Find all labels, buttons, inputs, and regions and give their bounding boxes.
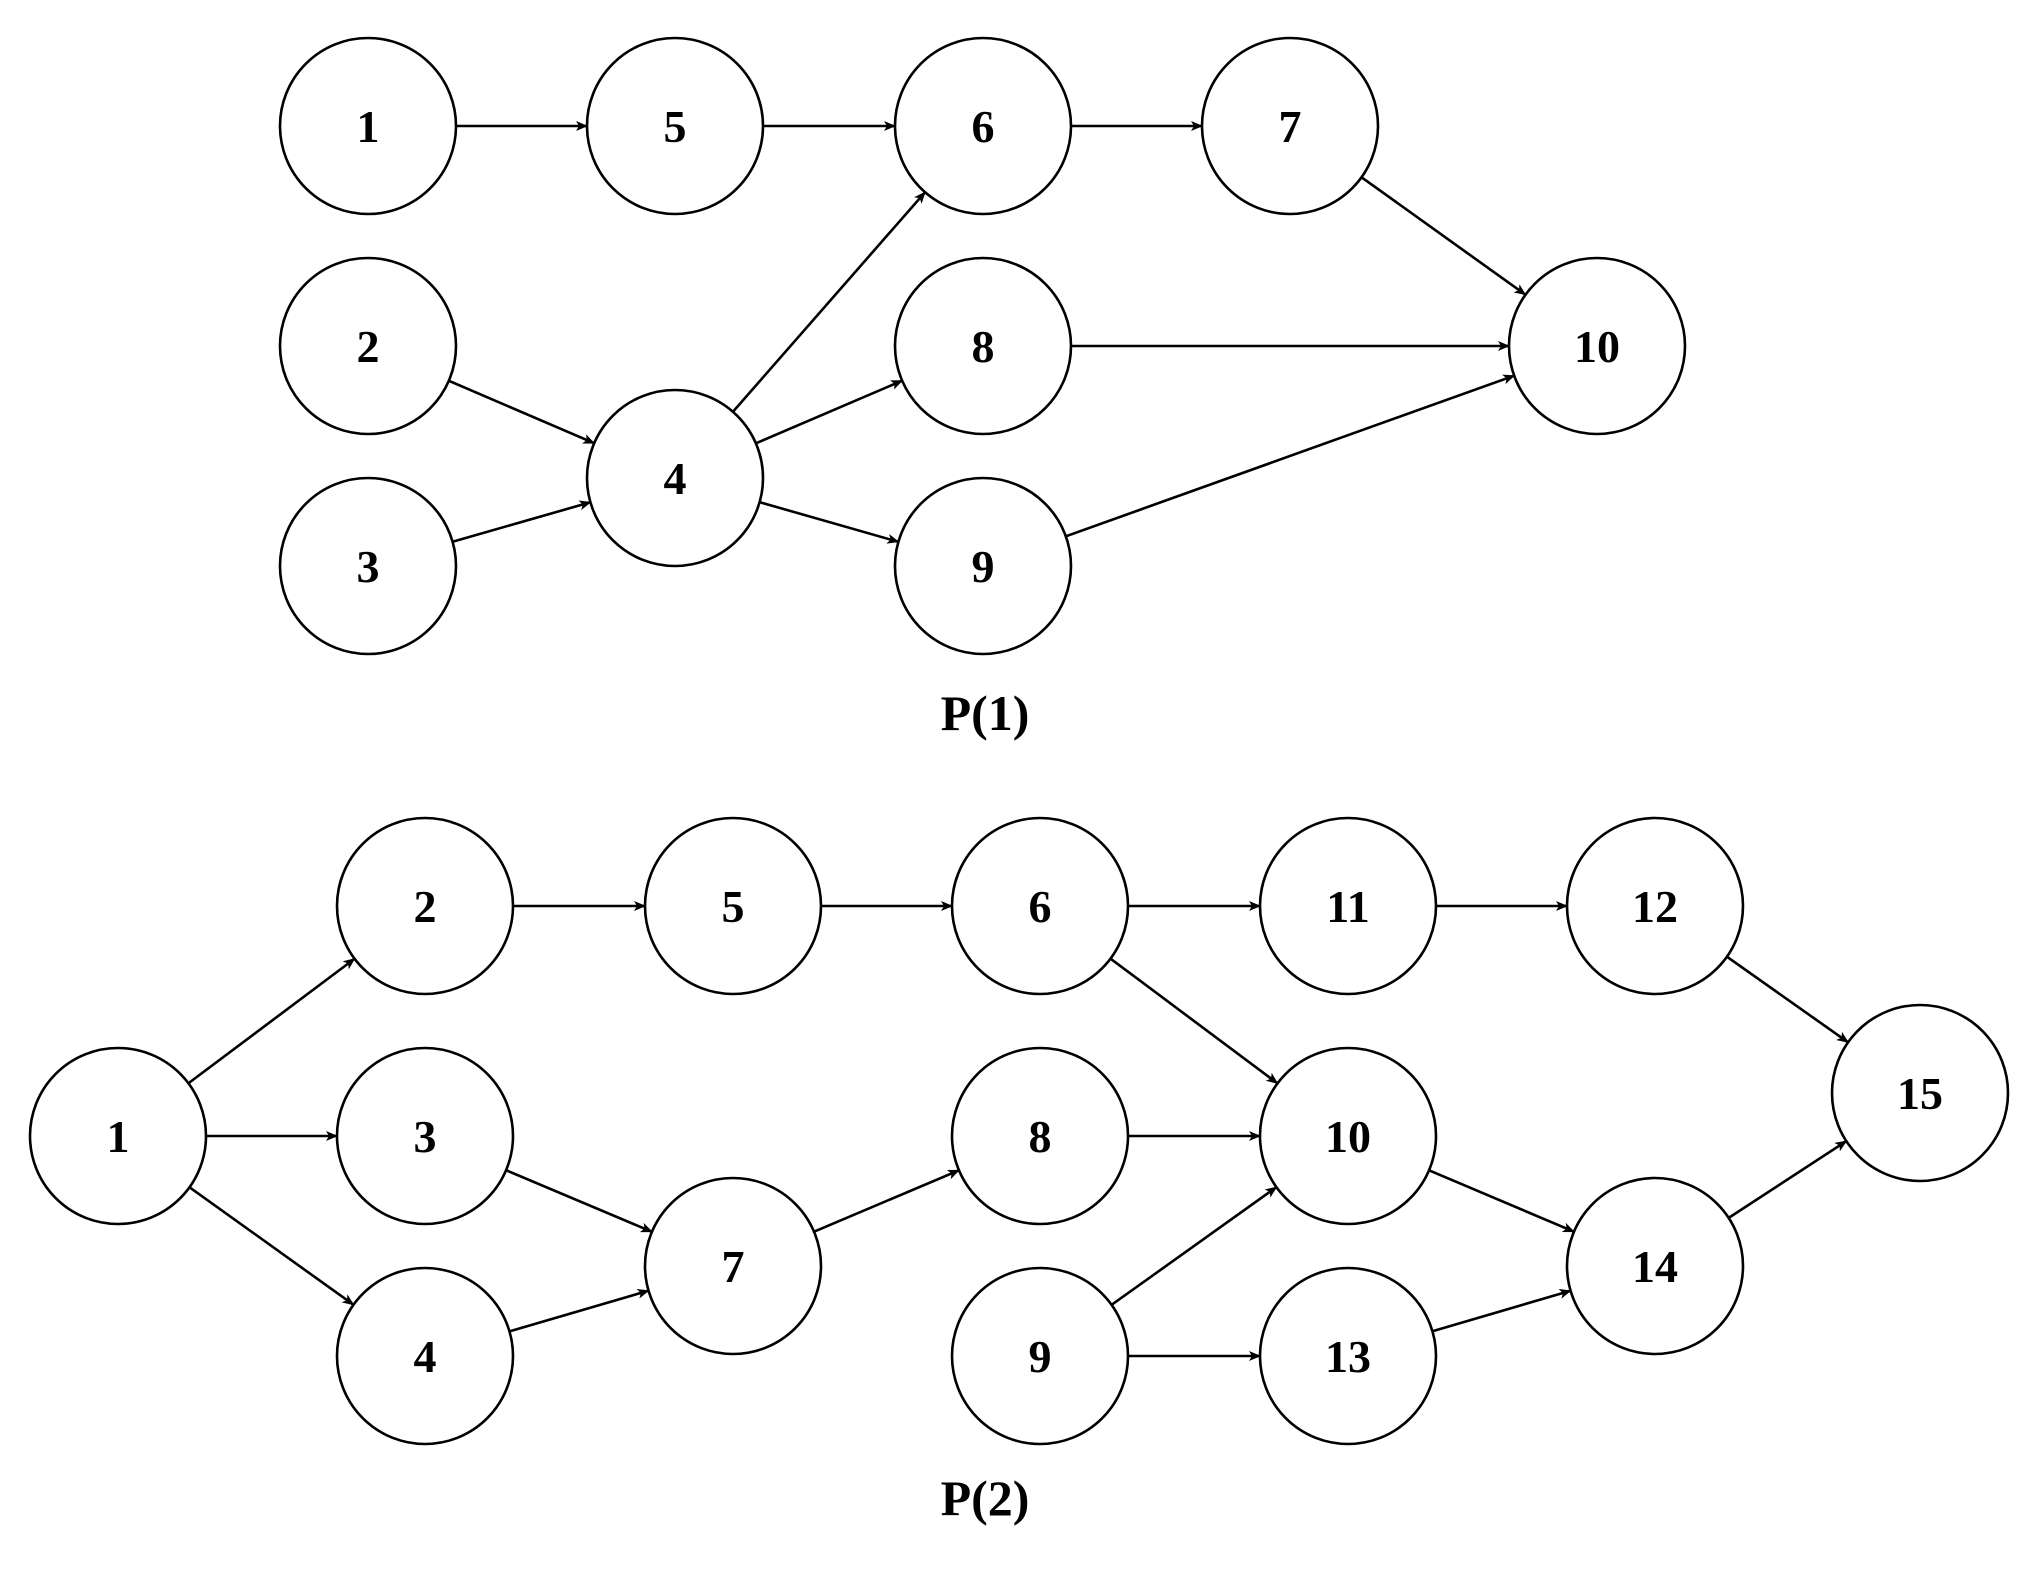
node-label: 1 bbox=[357, 101, 380, 152]
node-10: 10 bbox=[1258, 1046, 1438, 1226]
edge-3-to-4 bbox=[452, 500, 592, 544]
node-8: 8 bbox=[950, 1046, 1130, 1226]
edge-9-to-10 bbox=[1110, 1186, 1278, 1306]
node-2: 2 bbox=[278, 256, 458, 436]
node-15: 15 bbox=[1830, 1003, 2010, 1183]
edge-13-to-14 bbox=[1432, 1289, 1572, 1333]
node-circle bbox=[893, 36, 1073, 216]
node-3: 3 bbox=[335, 1046, 515, 1226]
diagram-caption: P(2) bbox=[941, 1470, 1030, 1526]
edge-12-to-15 bbox=[1726, 955, 1849, 1044]
node-label: 11 bbox=[1326, 881, 1369, 932]
node-circle bbox=[278, 476, 458, 656]
node-label: 6 bbox=[1029, 881, 1052, 932]
node-circle bbox=[950, 1046, 1130, 1226]
node-circle bbox=[585, 36, 765, 216]
node-13: 13 bbox=[1258, 1266, 1438, 1446]
edge-6-to-10 bbox=[1109, 957, 1279, 1085]
node-circle bbox=[278, 256, 458, 436]
node-circle bbox=[1565, 816, 1745, 996]
node-circle bbox=[893, 256, 1073, 436]
node-circle bbox=[1565, 1176, 1745, 1356]
node-7: 7 bbox=[1200, 36, 1380, 216]
node-circle bbox=[1830, 1003, 2010, 1183]
node-10: 10 bbox=[1507, 256, 1687, 436]
node-label: 9 bbox=[1029, 1331, 1052, 1382]
node-label: 3 bbox=[357, 541, 380, 592]
node-label: 6 bbox=[972, 101, 995, 152]
node-label: 15 bbox=[1897, 1068, 1943, 1119]
edge-7-to-8 bbox=[813, 1169, 960, 1233]
node-9: 9 bbox=[893, 476, 1073, 656]
node-circle bbox=[893, 476, 1073, 656]
node-5: 5 bbox=[643, 816, 823, 996]
node-2: 2 bbox=[335, 816, 515, 996]
node-label: 13 bbox=[1325, 1331, 1371, 1382]
node-circle bbox=[950, 1266, 1130, 1446]
node-circle bbox=[1507, 256, 1687, 436]
node-label: 12 bbox=[1632, 881, 1678, 932]
node-14: 14 bbox=[1565, 1176, 1745, 1356]
node-circle bbox=[1258, 1046, 1438, 1226]
node-6: 6 bbox=[893, 36, 1073, 216]
node-label: 1 bbox=[107, 1111, 130, 1162]
node-11: 11 bbox=[1258, 816, 1438, 996]
node-7: 7 bbox=[643, 1176, 823, 1356]
edge-14-to-15 bbox=[1727, 1140, 1848, 1219]
node-label: 14 bbox=[1632, 1241, 1678, 1292]
node-3: 3 bbox=[278, 476, 458, 656]
edge-4-to-8 bbox=[755, 379, 904, 445]
edge-2-to-4 bbox=[448, 379, 596, 445]
node-circle bbox=[1258, 816, 1438, 996]
node-1: 1 bbox=[28, 1046, 208, 1226]
node-circle bbox=[1200, 36, 1380, 216]
node-label: 7 bbox=[1279, 101, 1302, 152]
node-circle bbox=[950, 816, 1130, 996]
node-label: 8 bbox=[1029, 1111, 1052, 1162]
node-5: 5 bbox=[585, 36, 765, 216]
edge-4-to-9 bbox=[759, 500, 900, 544]
node-label: 8 bbox=[972, 321, 995, 372]
node-label: 2 bbox=[414, 881, 437, 932]
node-label: 2 bbox=[357, 321, 380, 372]
node-label: 7 bbox=[722, 1241, 745, 1292]
node-6: 6 bbox=[950, 816, 1130, 996]
node-4: 4 bbox=[335, 1266, 515, 1446]
diagram-p1: 1 2 3 4 5 6 7 8 9 10P(1) bbox=[278, 36, 1687, 741]
diagram-caption: P(1) bbox=[941, 685, 1030, 741]
node-circle bbox=[278, 36, 458, 216]
node-label: 3 bbox=[414, 1111, 437, 1162]
node-circle bbox=[335, 1046, 515, 1226]
node-circle bbox=[643, 1176, 823, 1356]
node-8: 8 bbox=[893, 256, 1073, 436]
node-label: 5 bbox=[722, 881, 745, 932]
node-circle bbox=[643, 816, 823, 996]
node-label: 4 bbox=[664, 453, 687, 504]
node-9: 9 bbox=[950, 1266, 1130, 1446]
edge-1-to-2 bbox=[187, 957, 356, 1085]
edge-4-to-7 bbox=[509, 1288, 650, 1333]
node-1: 1 bbox=[278, 36, 458, 216]
edge-1-to-4 bbox=[188, 1186, 355, 1306]
node-circle bbox=[335, 816, 515, 996]
node-label: 9 bbox=[972, 541, 995, 592]
edge-10-to-14 bbox=[1428, 1169, 1575, 1233]
edge-9-to-10 bbox=[1065, 374, 1516, 538]
edge-4-to-6 bbox=[731, 191, 927, 413]
node-label: 10 bbox=[1325, 1111, 1371, 1162]
node-12: 12 bbox=[1565, 816, 1745, 996]
node-label: 10 bbox=[1574, 321, 1620, 372]
node-4: 4 bbox=[585, 388, 765, 568]
edge-7-to-10 bbox=[1360, 176, 1527, 296]
edge-3-to-7 bbox=[505, 1169, 653, 1233]
node-circle bbox=[1258, 1266, 1438, 1446]
node-label: 4 bbox=[414, 1331, 437, 1382]
node-label: 5 bbox=[664, 101, 687, 152]
node-circle bbox=[335, 1266, 515, 1446]
node-circle bbox=[585, 388, 765, 568]
node-circle bbox=[28, 1046, 208, 1226]
